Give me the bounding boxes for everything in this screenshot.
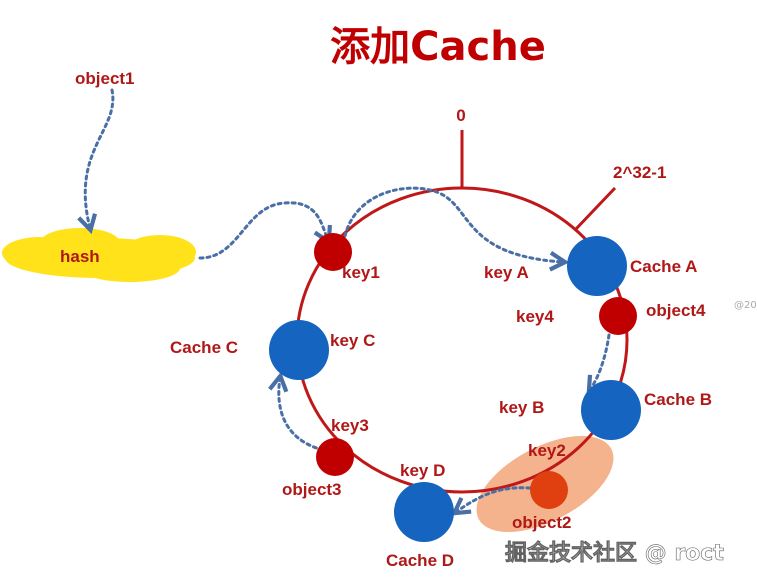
hash-label: hash xyxy=(60,247,100,266)
max-marker-line xyxy=(573,186,617,232)
key-c-label: key C xyxy=(330,331,375,350)
object2-node xyxy=(530,471,568,509)
arrow-hash-to-key1 xyxy=(198,201,328,260)
object3-label: object3 xyxy=(282,480,342,499)
object3-node xyxy=(316,438,354,476)
arrow-object4-to-cacheB xyxy=(590,333,611,390)
side-mark: @20 xyxy=(734,300,757,311)
arrow-object1-to-hash xyxy=(85,88,115,228)
object2-label: object2 xyxy=(512,513,572,532)
hash-cloud xyxy=(2,228,196,282)
arrow-object3-to-cacheC xyxy=(279,378,325,452)
object4-label: object4 xyxy=(646,301,706,320)
object1-label: object1 xyxy=(75,69,135,88)
cache-c-label: Cache C xyxy=(170,338,238,357)
key3-label: key3 xyxy=(331,416,369,435)
key-d-label: key D xyxy=(400,461,445,480)
arrow-key1-to-cacheA xyxy=(343,186,563,262)
cache-a-node xyxy=(567,236,627,296)
zero-label: 0 xyxy=(456,106,465,125)
key1-label: key1 xyxy=(342,263,380,282)
cache-d-label: Cache D xyxy=(386,551,454,570)
cache-d-node xyxy=(394,482,454,542)
cache-a-label: Cache A xyxy=(630,257,697,276)
key-a-label: key A xyxy=(484,263,529,282)
watermark: 掘金技术社区 @ roct xyxy=(505,540,724,566)
key1-node xyxy=(314,233,352,271)
arrow-object2-to-cacheD xyxy=(456,486,532,512)
cache-c-node xyxy=(269,320,329,380)
key2-label: key2 xyxy=(528,441,566,460)
cache-b-node xyxy=(581,380,641,440)
object4-node xyxy=(599,297,637,335)
key-b-label: key B xyxy=(499,398,544,417)
key4-label: key4 xyxy=(516,307,554,326)
cache-b-label: Cache B xyxy=(644,390,712,409)
max-label: 2^32-1 xyxy=(613,163,666,182)
diagram-title: 添加Cache xyxy=(330,24,546,70)
